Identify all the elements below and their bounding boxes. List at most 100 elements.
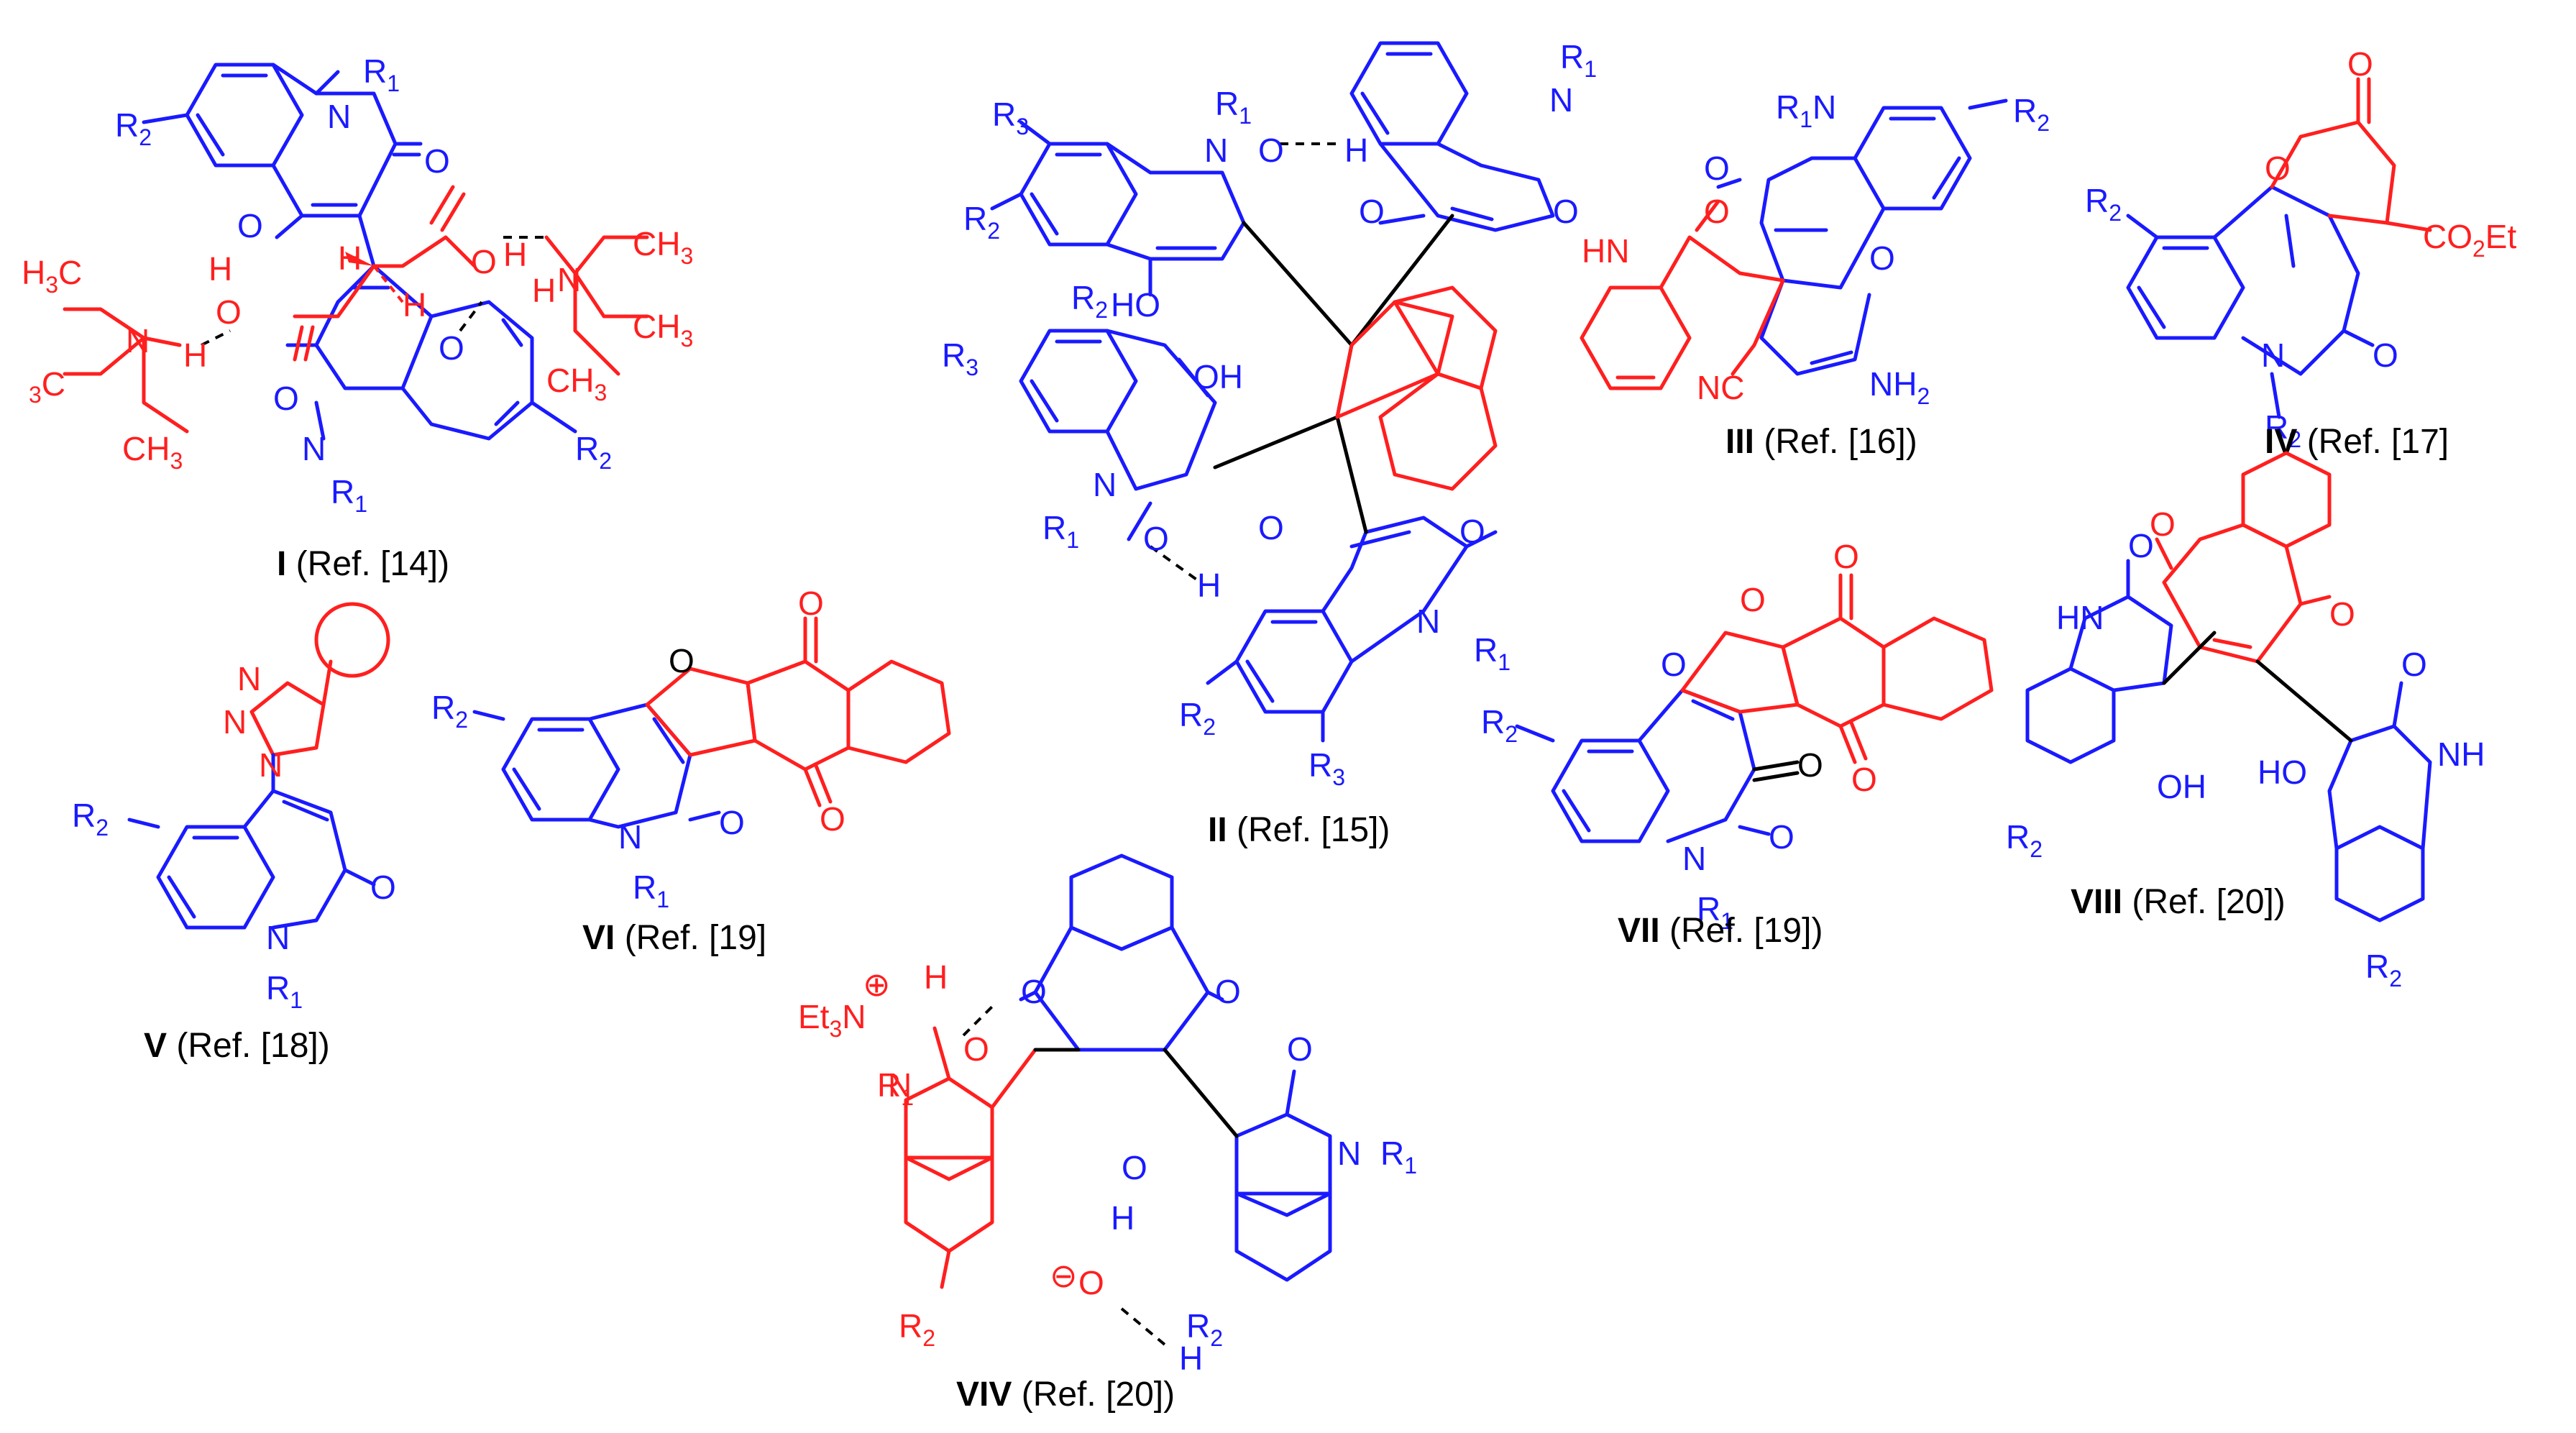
atom-subscript: 2 <box>96 815 109 841</box>
svg-text:CH3: CH3 <box>546 362 607 406</box>
atom-subscript: 1 <box>1584 56 1597 82</box>
svg-text:R2: R2 <box>115 106 152 150</box>
svg-text:CH3: CH3 <box>633 225 693 269</box>
atom-label: O <box>2373 336 2398 374</box>
atom-label: R <box>2265 408 2288 446</box>
compound-II: R3 R2 N R1 O H HO N R1 O O R2 R3 OH N R1… <box>942 38 1597 849</box>
svg-text:R2: R2 <box>899 1307 935 1351</box>
atom-label: R <box>1481 703 1505 741</box>
atom-label: O <box>669 642 695 679</box>
atom-label: N <box>327 98 351 135</box>
atom-label: HO <box>2258 754 2307 791</box>
atom-subscript: 1 <box>1800 106 1812 132</box>
atom-label: R <box>1308 746 1332 784</box>
svg-text:R1: R1 <box>633 869 669 912</box>
atom-label: CH <box>633 308 680 345</box>
atom-label: N <box>618 818 642 856</box>
svg-text:R3: R3 <box>992 96 1029 139</box>
svg-text:R3: R3 <box>942 336 978 380</box>
svg-text:R2: R2 <box>2365 948 2402 992</box>
atom-label: H <box>403 286 426 324</box>
atom-label: H <box>338 239 362 277</box>
atom-label: R <box>963 200 987 237</box>
atom-label: R <box>266 969 290 1007</box>
atom-label: N <box>259 746 283 784</box>
caption-ref: (Ref. [19] <box>615 919 766 957</box>
atom-subscript: 3 <box>829 1016 842 1042</box>
atom-label: HN <box>2056 599 2104 636</box>
atom-subscript: 1 <box>387 70 400 96</box>
atom-subscript: 2 <box>2030 836 2043 862</box>
atom-label: O <box>1215 973 1241 1010</box>
atom-subscript: 3 <box>680 326 693 352</box>
atom-label: H <box>503 236 527 273</box>
atom-subscript: 3 <box>680 243 693 269</box>
atom-label: O <box>963 1030 989 1068</box>
atom-label: R <box>2006 818 2030 856</box>
atom-label: O <box>1769 818 1795 856</box>
atom-subscript: 3 <box>29 382 42 408</box>
caption-ref: (Ref. [18]) <box>167 1027 330 1065</box>
atom-label: N <box>1549 81 1573 119</box>
svg-text:Et3N: Et3N <box>798 998 866 1042</box>
atom-label: O <box>798 585 824 622</box>
atom-label: HN <box>1582 232 1629 270</box>
atom-label: O <box>1869 239 1895 277</box>
svg-text:R1: R1 <box>266 969 303 1013</box>
atom-subscript: 1 <box>1498 649 1511 675</box>
svg-text:R2: R2 <box>963 200 1000 244</box>
svg-text:R1: R1 <box>877 1066 914 1110</box>
svg-text:R1: R1 <box>1697 890 1733 934</box>
atom-label: OH <box>2157 768 2206 805</box>
caption-id: VIV <box>956 1375 1012 1414</box>
svg-text:CH3: CH3 <box>122 430 183 474</box>
atom-label: CH <box>546 362 594 399</box>
atom-label: R <box>431 689 455 726</box>
atom-label: CO <box>2423 218 2472 255</box>
caption-ref: (Ref. [15]) <box>1227 811 1390 849</box>
atom-subscript: 1 <box>1720 908 1733 934</box>
atom-label: R <box>992 96 1016 133</box>
atom-subscript: 3 <box>1016 114 1029 139</box>
atom-subscript: 3 <box>1332 764 1345 790</box>
atom-label: NH <box>1869 365 1917 403</box>
atom-subscript: 2 <box>455 707 468 733</box>
caption-ref: (Ref. [20]) <box>1012 1375 1175 1414</box>
atom-label: O <box>1021 973 1047 1010</box>
atom-label: O <box>1258 132 1284 169</box>
atom-label: R <box>1697 890 1720 928</box>
atom-label: C <box>42 365 65 403</box>
atom-subscript: 2 <box>2472 236 2485 262</box>
atom-label: N <box>1682 840 1706 877</box>
caption-I: I (Ref. [14]) <box>277 545 449 583</box>
atom-label: R <box>1071 279 1095 316</box>
atom-label: N <box>237 660 261 697</box>
plus-charge: ⊕ <box>863 966 891 1003</box>
atom-subscript: 2 <box>2288 426 2301 452</box>
caption-id: VI <box>582 919 615 957</box>
svg-text:R2: R2 <box>575 430 612 474</box>
atom-label: C <box>58 254 82 291</box>
atom-label: O <box>273 380 299 417</box>
atom-label: O <box>2128 527 2154 564</box>
svg-text:R1: R1 <box>1380 1135 1417 1178</box>
atom-label: O <box>1258 509 1284 546</box>
atom-label: R <box>1380 1135 1404 1172</box>
caption-ref: (Ref. [14]) <box>286 545 449 583</box>
caption-VI: VI (Ref. [19] <box>582 919 766 957</box>
atom-label: H <box>1179 1340 1203 1377</box>
compound-VIV: Et3N ⊕ H O R1 N ⊖ O R2 O O O N R1 O H H … <box>798 853 1417 1414</box>
caption-II: II (Ref. [15]) <box>1208 811 1390 849</box>
atom-label: R <box>331 473 354 511</box>
atom-label: O <box>1459 513 1485 550</box>
atom-subscript: 1 <box>290 987 303 1013</box>
atom-label: O <box>370 869 396 906</box>
atom-label: O <box>1553 193 1579 230</box>
atom-label: R <box>1560 38 1584 75</box>
atom-label: R <box>363 52 387 90</box>
atom-label: R <box>72 797 96 834</box>
atom-label: R <box>115 106 139 144</box>
atom-subscript: 1 <box>901 1084 914 1110</box>
compound-V: N N N N R1 O R2 V (Ref. [18]) <box>72 602 396 1065</box>
